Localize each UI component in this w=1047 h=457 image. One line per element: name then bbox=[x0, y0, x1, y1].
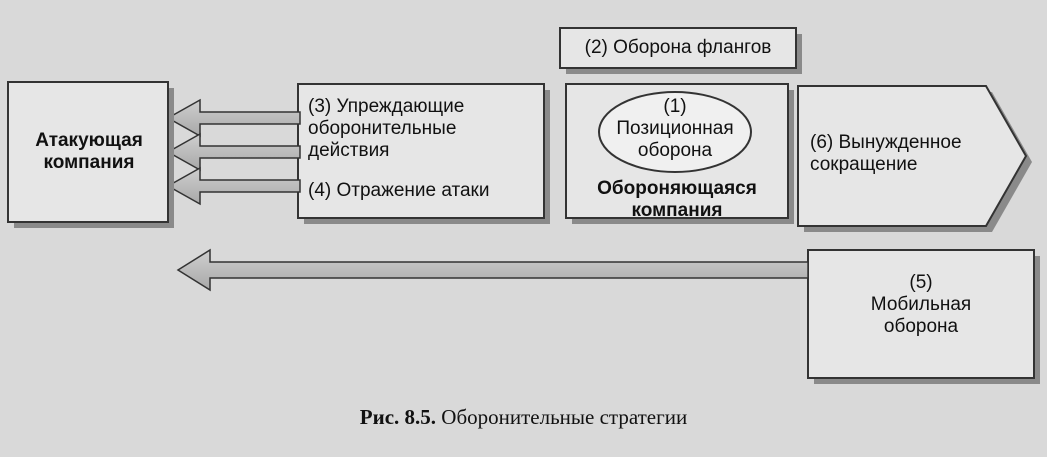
mobile-defense-label: (5) Мобильная оборона bbox=[870, 272, 972, 337]
attacker-box bbox=[7, 81, 169, 223]
flank-defense-label: (2) Оборона флангов bbox=[584, 37, 772, 58]
flank-box bbox=[559, 27, 797, 69]
positional-ellipse bbox=[598, 91, 752, 173]
caption-number: Рис. 8.5. bbox=[359, 405, 437, 429]
counterattack-label: (4) Отражение атаки bbox=[308, 180, 490, 201]
arrow-to-attacker-2 bbox=[166, 132, 301, 172]
mobile-defense-arrow bbox=[176, 248, 809, 292]
arrow-to-attacker-3 bbox=[166, 166, 301, 206]
figure-caption: Рис. 8.5. Оборонительные стратегии bbox=[0, 405, 1047, 430]
tactics-box bbox=[297, 83, 545, 219]
caption-text: Оборонительные стратегии bbox=[441, 405, 688, 429]
positional-defense-label: (1) Позиционная оборона bbox=[616, 96, 734, 161]
arrow-to-attacker-1 bbox=[166, 98, 301, 138]
defending-company-label: Обороняющаяся компания bbox=[597, 178, 757, 221]
preemptive-defense-label: (3) Упреждающие оборонительные действия bbox=[308, 96, 465, 161]
contraction-arrow bbox=[797, 85, 1028, 227]
mobile-box bbox=[807, 249, 1035, 379]
forced-contraction-label: (6) Вынужденное сокращение bbox=[810, 132, 962, 175]
attacking-company-label: Атакующая компания bbox=[35, 130, 143, 173]
